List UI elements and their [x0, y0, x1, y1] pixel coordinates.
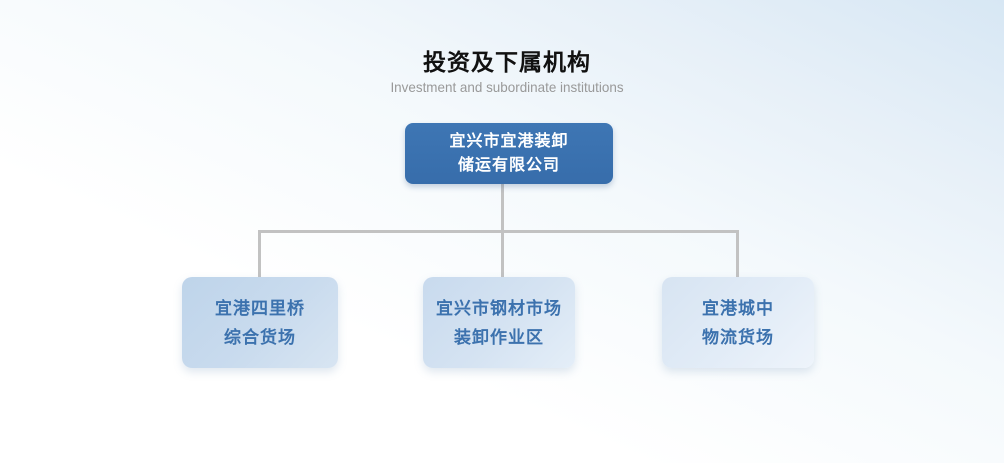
org-node-child-1-line2: 综合货场 [224, 327, 296, 347]
org-node-child-2-line2: 装卸作业区 [454, 327, 544, 347]
page-subtitle: Investment and subordinate institutions [390, 79, 624, 95]
org-node-child-siliqiao: 宜港四里桥 综合货场 [182, 277, 338, 368]
connector-horizontal [258, 230, 739, 233]
org-node-child-3-line1: 宜港城中 [702, 298, 774, 318]
connector-vertical-left [258, 230, 261, 277]
org-node-child-2-line1: 宜兴市钢材市场 [436, 298, 562, 318]
chart-header: 投资及下属机构 Investment and subordinate insti… [386, 48, 629, 96]
org-node-root-line2: 储运有限公司 [457, 156, 560, 174]
org-node-child-1-line1: 宜港四里桥 [215, 298, 305, 318]
org-node-child-steel-market: 宜兴市钢材市场 装卸作业区 [423, 277, 575, 368]
connector-vertical-right [736, 230, 739, 277]
page-title: 投资及下属机构 [423, 49, 591, 75]
org-node-root-line1: 宜兴市宜港装卸 [449, 132, 569, 150]
org-node-child-chengzhong: 宜港城中 物流货场 [662, 277, 814, 368]
org-node-root: 宜兴市宜港装卸 储运有限公司 [405, 123, 613, 184]
org-node-child-3-line2: 物流货场 [702, 327, 774, 347]
